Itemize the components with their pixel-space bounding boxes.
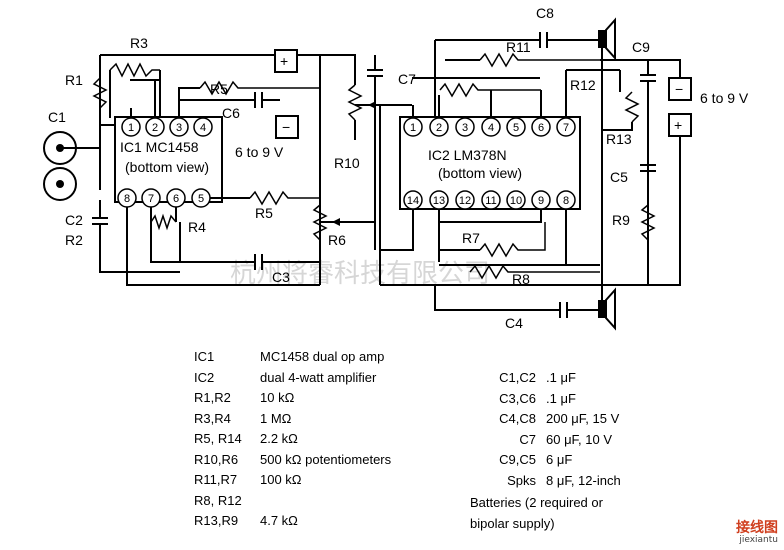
site-logo: 接线图 jiexiantu — [736, 520, 778, 546]
circuit-schematic: 杭州将睿科技有限公司 + − 6 to 9 V R3 R1 C1 R5 C6 I… — [43, 5, 749, 331]
svg-text:+: + — [674, 117, 682, 133]
svg-text:6: 6 — [173, 193, 179, 205]
ic1-view: (bottom view) — [125, 159, 209, 175]
svg-text:6: 6 — [538, 122, 544, 134]
batteries-note-line1: Batteries (2 required or — [470, 495, 603, 510]
supply-left-label: 6 to 9 V — [235, 144, 284, 160]
ic2-view: (bottom view) — [438, 165, 522, 181]
site-logo-url: jiexiantu — [739, 535, 778, 545]
site-logo-brand: 接线图 — [736, 520, 778, 536]
r5-lower-label: R5 — [255, 205, 273, 221]
svg-text:11: 11 — [485, 195, 496, 207]
r3-label: R3 — [130, 35, 148, 51]
r12-label: R12 — [570, 77, 596, 93]
svg-text:5: 5 — [513, 122, 519, 134]
r5-upper-label: R5 — [210, 81, 228, 97]
svg-text:1: 1 — [410, 122, 416, 134]
svg-text:14: 14 — [407, 195, 419, 207]
r11-label: R11 — [506, 39, 531, 55]
svg-text:13: 13 — [433, 195, 445, 207]
c9-label: C9 — [632, 39, 650, 55]
svg-text:9: 9 — [538, 195, 544, 207]
ic2-bottom-pins: 14 13 12 11 10 9 8 — [403, 190, 576, 210]
supply-right-label: 6 to 9 V — [700, 90, 749, 106]
c5-label: C5 — [610, 169, 628, 185]
c2-label: C2 — [65, 212, 83, 228]
battery-minus-box — [275, 115, 299, 139]
speaker-top-icon — [598, 17, 616, 61]
svg-text:1: 1 — [128, 122, 134, 134]
r10-label: R10 — [334, 155, 360, 171]
svg-text:5: 5 — [198, 193, 204, 205]
svg-text:4: 4 — [200, 122, 206, 134]
r7-label: R7 — [462, 230, 480, 246]
battery-plus-box — [274, 49, 298, 73]
ic1-title: IC1 MC1458 — [120, 139, 199, 155]
r1-label: R1 — [65, 72, 83, 88]
r13-label: R13 — [606, 131, 632, 147]
cap-row: C1,C2.1 μF — [499, 370, 576, 385]
svg-text:7: 7 — [563, 122, 569, 134]
svg-text:8: 8 — [563, 195, 569, 207]
svg-text:2: 2 — [152, 122, 158, 134]
svg-text:−: − — [282, 119, 290, 135]
r4-label: R4 — [188, 219, 206, 235]
r8-label: R8 — [512, 271, 530, 287]
battery-minus-right-box — [668, 77, 692, 101]
ic2-top-pins: 1 2 3 4 5 6 7 — [403, 117, 576, 137]
c6-label: C6 — [222, 105, 240, 121]
svg-text:7: 7 — [148, 193, 154, 205]
r9-label: R9 — [612, 212, 630, 228]
c3-label: C3 — [272, 269, 290, 285]
svg-text:8: 8 — [124, 193, 130, 205]
cap-row: C3,C6.1 μF — [499, 390, 576, 406]
svg-text:3: 3 — [176, 122, 182, 134]
r2-label: R2 — [65, 232, 83, 248]
parts-row: R8, R12 — [194, 492, 242, 508]
ic1-top-pins: 1 2 3 4 — [121, 117, 213, 137]
svg-text:−: − — [675, 81, 683, 97]
svg-text:4: 4 — [488, 122, 494, 134]
svg-text:10: 10 — [510, 195, 522, 207]
c8-label: C8 — [536, 5, 554, 21]
speaker-bottom-icon — [598, 287, 616, 331]
r6-label: R6 — [328, 232, 346, 248]
c4-label: C4 — [505, 315, 523, 331]
c1-label: C1 — [48, 109, 66, 125]
c7-label: C7 — [398, 71, 416, 87]
svg-text:2: 2 — [436, 122, 442, 134]
svg-text:3: 3 — [462, 122, 468, 134]
svg-text:+: + — [280, 53, 288, 69]
batteries-note-line2: bipolar supply) — [470, 515, 555, 531]
ic2-title: IC2 LM378N — [428, 147, 507, 163]
svg-text:12: 12 — [459, 195, 471, 207]
